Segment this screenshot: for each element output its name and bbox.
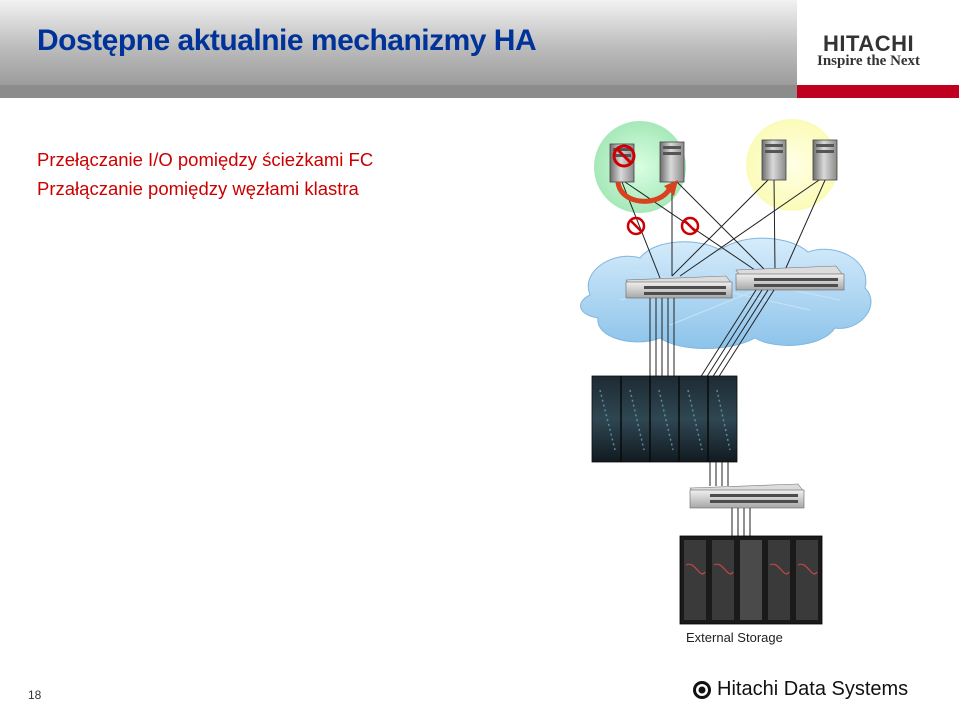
hds-logo-icon — [693, 680, 711, 699]
failover-arrow-icon — [615, 181, 673, 204]
blocked-path-icon — [626, 216, 646, 236]
slide-header: Dostępne aktualnie mechanizmy HA HITACHI… — [0, 0, 959, 98]
fc-links-external — [709, 462, 729, 486]
server-icon — [761, 139, 787, 181]
title-underline — [0, 85, 797, 98]
bullet-list: Przełączanie I/O pomiędzy ścieżkami FC P… — [37, 145, 373, 203]
server-icon — [659, 141, 685, 183]
logo-red-strip — [797, 85, 959, 98]
page-number: 18 — [28, 688, 42, 702]
bullet-item-fc-path-failover: Przełączanie I/O pomiędzy ścieżkami FC — [37, 149, 374, 170]
fc-links-external-storage — [731, 508, 751, 538]
slide-title: Dostępne aktualnie mechanizmy HA — [37, 24, 537, 57]
fc-links-storage — [649, 289, 775, 379]
hds-logo-text: Hitachi Data Systems — [717, 678, 909, 700]
hds-logo: Hitachi Data Systems — [692, 678, 908, 701]
fc-switch-icon — [735, 265, 845, 291]
external-storage-icon — [679, 535, 823, 625]
blocked-path-icon — [680, 216, 700, 236]
fc-switch-icon — [625, 275, 733, 299]
hitachi-logo-word: HITACHI — [823, 31, 915, 56]
hitachi-logo-tagline: Inspire the Next — [817, 53, 921, 69]
failover-arrowhead-icon — [664, 180, 678, 196]
title-bar: Dostępne aktualnie mechanizmy HA — [0, 0, 797, 85]
fc-switch-icon — [689, 483, 805, 509]
external-storage-label: External Storage — [686, 630, 783, 645]
hitachi-logo — [797, 0, 959, 85]
server-icon — [812, 139, 838, 181]
ha-topology-diagram — [580, 119, 872, 625]
blocked-server-icon — [612, 144, 636, 168]
bullet-item-cluster-failover: Przałączanie pomiędzy węzłami klastra — [37, 178, 359, 199]
storage-array-icon — [591, 375, 738, 463]
